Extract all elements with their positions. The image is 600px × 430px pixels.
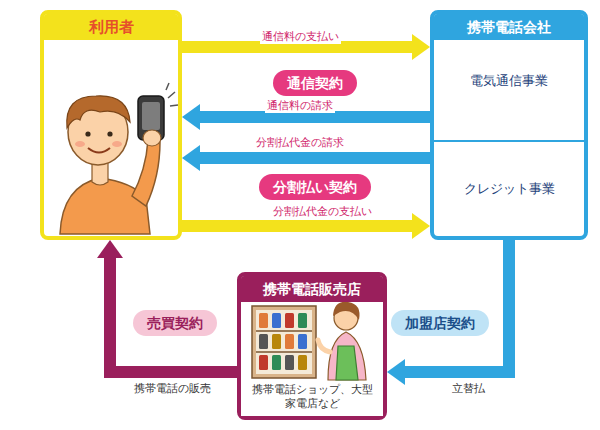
contract-label: 通信契約 bbox=[287, 74, 343, 92]
arrow-head bbox=[182, 145, 200, 171]
phone-model bbox=[272, 334, 281, 349]
phone-model bbox=[298, 313, 307, 328]
business-section: 電気通信事業 bbox=[434, 40, 584, 140]
person-illustration bbox=[60, 83, 178, 234]
arrow-shaft bbox=[110, 258, 237, 372]
arrow-shaft bbox=[405, 240, 509, 372]
phone-model bbox=[259, 355, 268, 370]
contract-pill: 分割払い契約 bbox=[259, 174, 371, 200]
panel-heading: 利用者 bbox=[44, 14, 178, 40]
user-panel: 利用者 bbox=[40, 10, 182, 240]
shop-panel: 携帯電話販売店携帯電話ショップ、大型家電店など bbox=[237, 272, 387, 420]
shelf-boards bbox=[256, 331, 312, 352]
clerk-arm bbox=[318, 340, 330, 352]
contract-label: 加盟店契約 bbox=[405, 314, 475, 332]
shelf-inside bbox=[256, 310, 312, 374]
arrow-shaft bbox=[182, 220, 412, 232]
flow-label: 通信料の請求 bbox=[265, 99, 335, 113]
phone-model bbox=[272, 355, 281, 370]
arrow-shaft bbox=[200, 152, 430, 164]
eye bbox=[85, 131, 90, 136]
shop-note: 携帯電話ショップ、大型家電店など bbox=[241, 381, 383, 416]
contract-pill: 加盟店契約 bbox=[391, 310, 489, 336]
panel-heading: 携帯電話販売店 bbox=[241, 276, 383, 302]
section-label: 電気通信事業 bbox=[434, 40, 584, 90]
flow-label: 携帯電話の販売 bbox=[132, 382, 213, 396]
phone-model bbox=[272, 313, 281, 328]
arm bbox=[132, 140, 160, 206]
arrow-head bbox=[182, 104, 200, 130]
shelf-cabinet bbox=[252, 306, 316, 378]
clerk-hair bbox=[333, 302, 360, 320]
flow-label: 通信料の支払い bbox=[260, 30, 341, 44]
arrow-head bbox=[412, 34, 430, 60]
company-panel: 携帯電話会社電気通信事業クレジット事業 bbox=[430, 10, 588, 240]
arrow-head bbox=[97, 240, 123, 258]
flow-label: 分割払代金の支払い bbox=[271, 205, 374, 219]
flow-label: 分割払代金の請求 bbox=[254, 136, 346, 150]
phone-model bbox=[298, 334, 307, 349]
contract-pill: 通信契約 bbox=[273, 70, 357, 96]
flow-arrow bbox=[387, 240, 509, 385]
contract-label: 売買契約 bbox=[147, 314, 203, 332]
arrow-head bbox=[412, 213, 430, 239]
phone-model bbox=[285, 334, 294, 349]
phone-model bbox=[285, 313, 294, 328]
flow-label: 立替払 bbox=[450, 382, 487, 396]
flow-arrow bbox=[97, 240, 237, 372]
phone-model bbox=[285, 355, 294, 370]
contract-label: 分割払い契約 bbox=[273, 178, 357, 196]
phone-model bbox=[259, 313, 268, 328]
clerk-shirt bbox=[328, 332, 366, 380]
phone-model bbox=[298, 355, 307, 370]
shop-illustration bbox=[252, 302, 366, 380]
smile bbox=[88, 148, 110, 153]
phone-display bbox=[259, 313, 307, 370]
business-section: クレジット事業 bbox=[434, 140, 584, 236]
hair bbox=[67, 96, 130, 128]
contract-pill: 売買契約 bbox=[133, 310, 217, 336]
arrow-head bbox=[387, 359, 405, 385]
clerk-apron bbox=[336, 346, 358, 380]
hand bbox=[143, 130, 161, 146]
phone-screen bbox=[142, 102, 160, 130]
eye bbox=[107, 131, 112, 136]
cheek bbox=[75, 141, 85, 147]
cheek bbox=[112, 141, 122, 147]
phone-model bbox=[259, 334, 268, 349]
section-label: クレジット事業 bbox=[460, 180, 559, 198]
sparkle bbox=[166, 83, 178, 106]
panel-heading: 携帯電話会社 bbox=[434, 14, 584, 40]
